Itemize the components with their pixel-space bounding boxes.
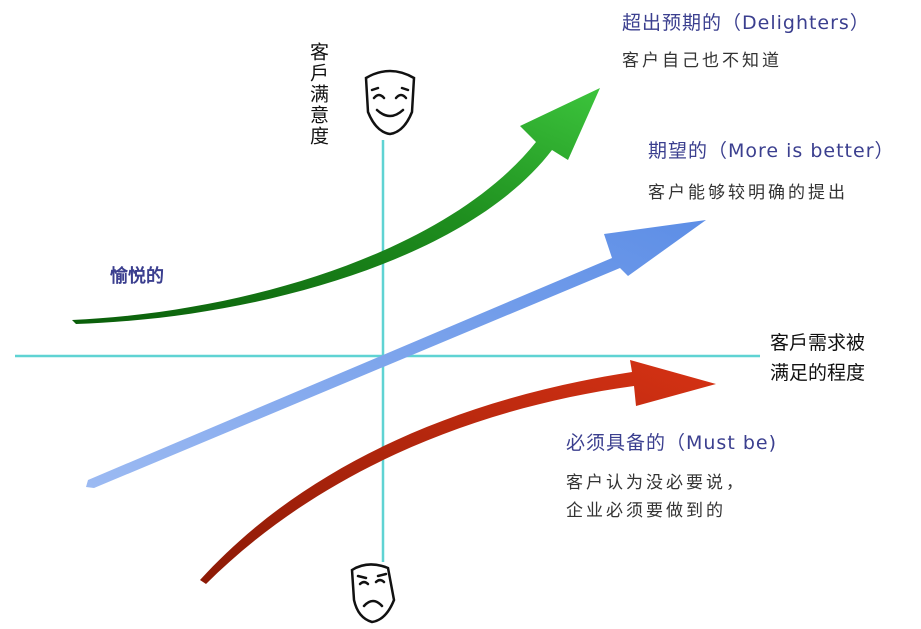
must-be-arrow <box>200 360 716 584</box>
x-axis-label-line2: 满足的程度 <box>770 362 866 384</box>
delighters-description: 客户自己也不知道 <box>622 51 782 71</box>
more-is-better-arrow <box>86 220 706 488</box>
delighters-title: 超出预期的（Delighters） <box>622 12 870 34</box>
happy-mask-icon <box>364 69 416 136</box>
delighted-label: 愉悦的 <box>110 266 164 287</box>
must-be-description-line1: 客户认为没必要说， <box>566 473 746 493</box>
x-axis-label-line1: 客戶需求被 <box>770 332 866 354</box>
must-be-description-line2: 企业必须要做到的 <box>566 501 726 521</box>
more-is-better-title: 期望的（More is better） <box>648 140 895 162</box>
must-be-title: 必须具备的（Must be) <box>566 432 777 454</box>
more-is-better-description: 客户能够较明确的提出 <box>648 183 848 203</box>
y-axis-label: 客戶满意度 <box>307 42 329 147</box>
delighters-arrow <box>72 88 600 324</box>
sad-mask-icon <box>350 563 396 624</box>
